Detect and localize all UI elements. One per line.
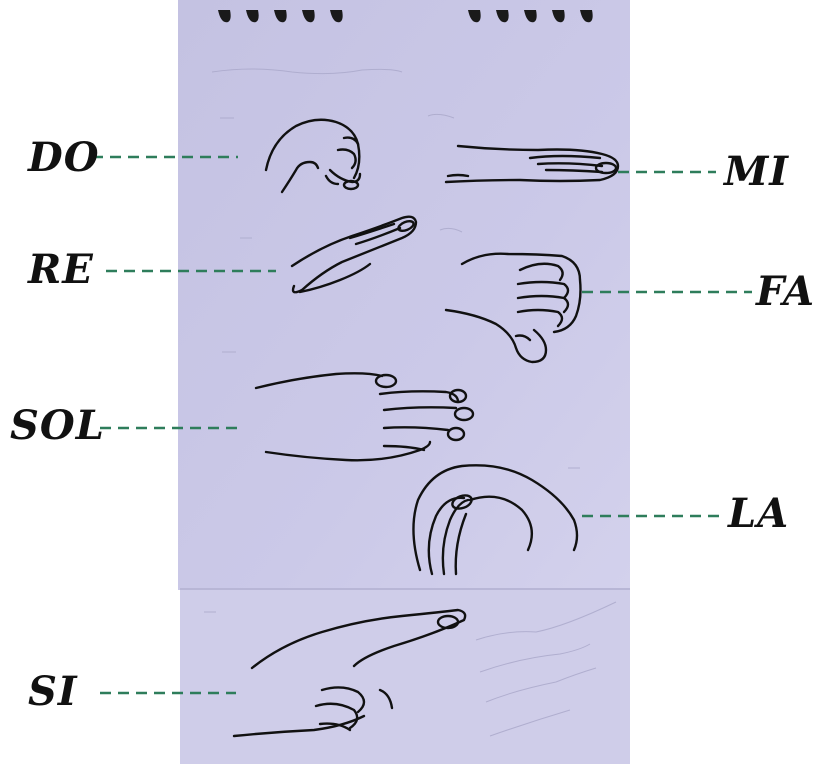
note-label-mi: MI	[724, 148, 789, 195]
notebook-page-lower	[180, 588, 630, 764]
faint-pencil-notes	[204, 68, 617, 737]
notebook-page-upper	[178, 0, 630, 590]
hand-sign-fa	[444, 252, 582, 364]
note-label-si: SI	[28, 668, 78, 715]
hand-sign-do	[264, 118, 362, 194]
hand-sign-sol	[254, 372, 475, 462]
note-label-fa: FA	[756, 268, 816, 315]
spiral-binding	[218, 10, 593, 23]
leader-lines	[92, 155, 752, 695]
note-label-sol: SOL	[10, 402, 105, 449]
note-label-do: DO	[28, 134, 100, 181]
hand-sign-mi	[444, 144, 620, 184]
note-label-la: LA	[728, 490, 790, 537]
hand-sign-re	[290, 215, 418, 294]
note-label-re: RE	[28, 246, 94, 293]
hand-sign-la	[412, 464, 579, 576]
hand-sign-si	[232, 608, 467, 738]
